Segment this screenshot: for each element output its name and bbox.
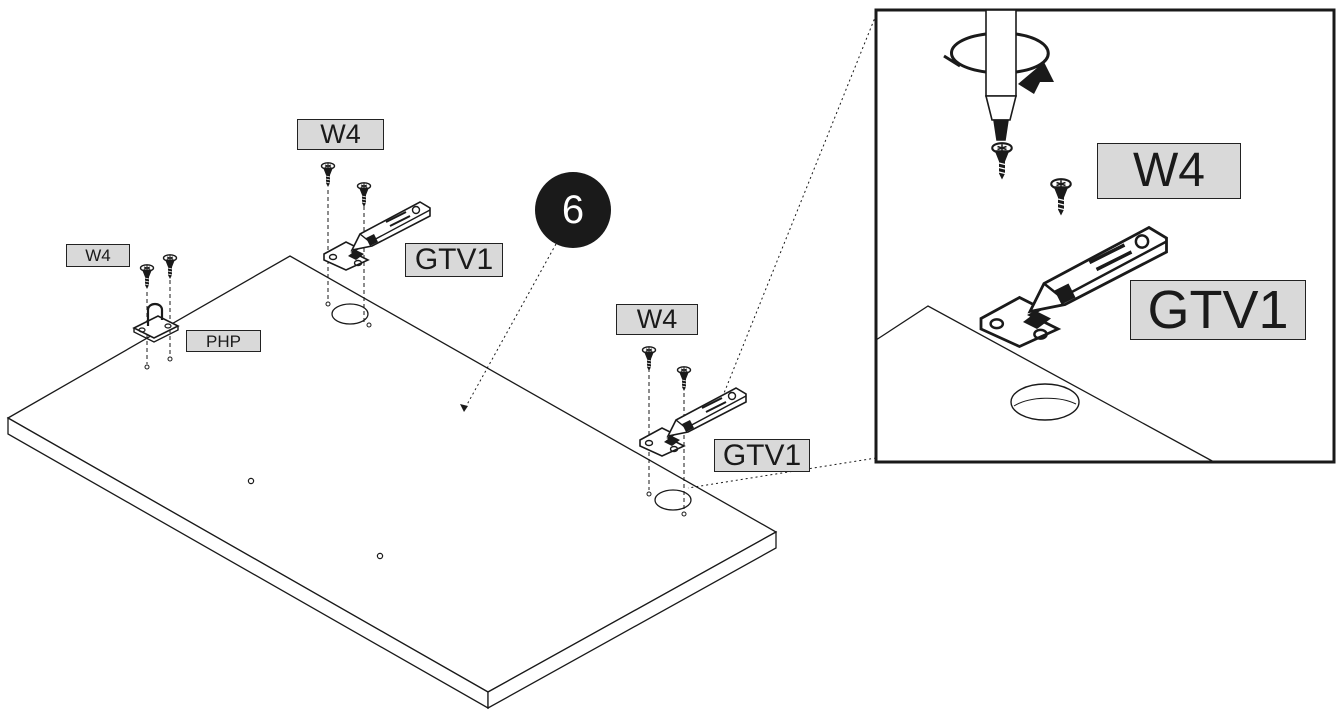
label-php: PHP xyxy=(186,330,261,352)
leader-lines xyxy=(463,9,879,489)
screw-icon xyxy=(676,366,692,392)
step-number-badge: 6 xyxy=(535,172,611,248)
label-gtv1-right: GTV1 xyxy=(714,439,810,472)
detail-callout xyxy=(874,8,1336,464)
board-panel xyxy=(6,255,778,710)
label-w4-right: W4 xyxy=(616,304,698,335)
screw-icon xyxy=(139,264,155,290)
board-hole xyxy=(376,552,384,560)
label-w4-left: W4 xyxy=(66,244,130,267)
board-hole xyxy=(247,477,255,485)
cup-hole xyxy=(331,303,369,325)
screw-icon xyxy=(356,182,372,208)
label-w4-top: W4 xyxy=(297,119,384,150)
screw-icon xyxy=(641,346,657,372)
cup-hole xyxy=(654,489,692,511)
label-gtv1-top: GTV1 xyxy=(405,243,503,277)
screw-icon xyxy=(320,162,336,188)
hinge-plate-icon xyxy=(132,302,180,343)
label-w4-detail: W4 xyxy=(1097,143,1241,199)
screw-icon xyxy=(162,254,178,280)
rotation-arrow-icon xyxy=(943,32,1054,94)
screwdriver-icon xyxy=(984,9,1018,141)
label-gtv1-detail: GTV1 xyxy=(1130,280,1306,340)
